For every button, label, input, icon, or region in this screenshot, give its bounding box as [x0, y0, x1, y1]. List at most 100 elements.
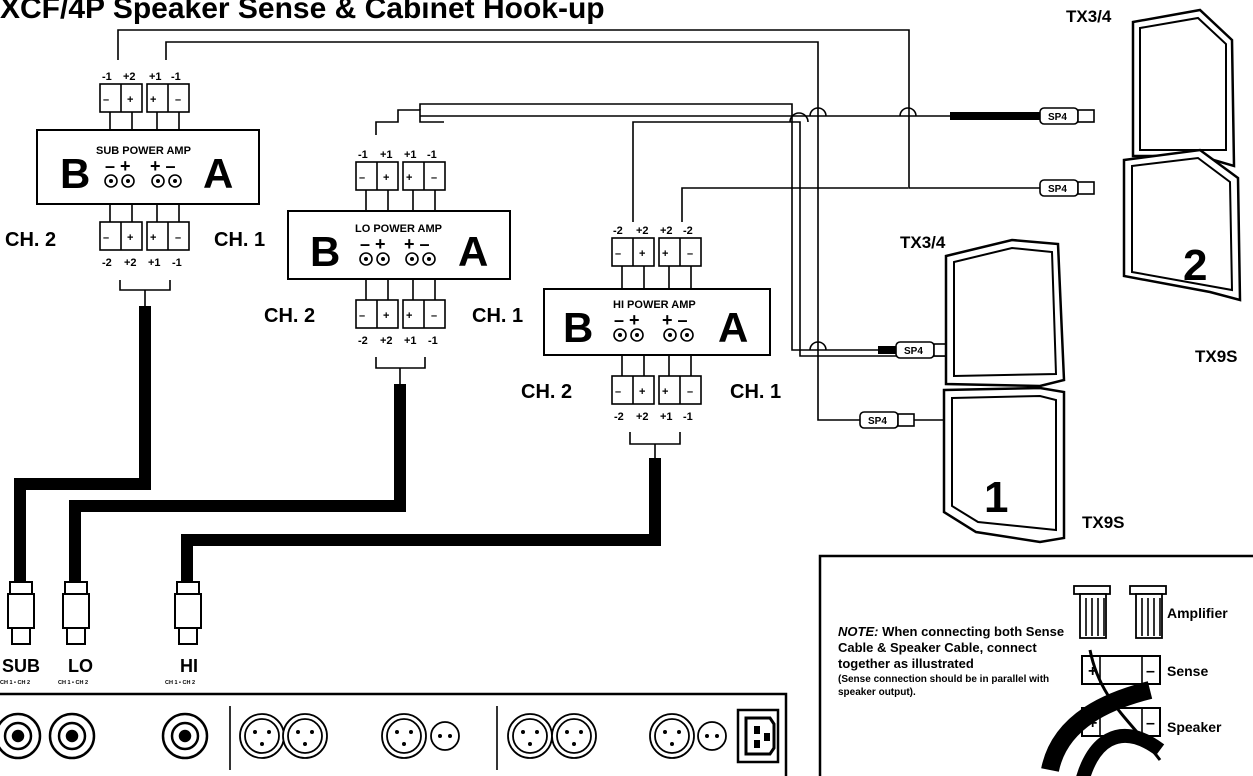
pin-label: +1 — [660, 411, 673, 423]
channel-label: CH. 1 — [730, 381, 781, 403]
plus-sign: + — [1088, 663, 1097, 680]
svg-text:–: – — [175, 232, 181, 244]
svg-text:–: – — [103, 232, 109, 244]
svg-text:–: – — [615, 386, 621, 398]
pin-label: -1 — [102, 71, 112, 83]
page-title: XCF/4P Speaker Sense & Cabinet Hook-up — [0, 0, 605, 25]
svg-text:SP4: SP4 — [904, 346, 923, 357]
pin-label: +2 — [636, 411, 649, 423]
pin-label: -1 — [428, 335, 438, 347]
sp4-plug: SP4 — [895, 341, 951, 359]
output-label: HI — [180, 656, 198, 676]
pin-label: -1 — [172, 257, 182, 269]
pin-label: -2 — [614, 411, 624, 423]
pin-label: -1 — [683, 411, 693, 423]
amp-side-b: B — [60, 150, 90, 197]
speaker-model-label: TX9S — [1082, 513, 1125, 532]
pin-label: +1 — [380, 149, 393, 161]
pin-label: -1 — [427, 149, 437, 161]
note-text: NOTE: When connecting both Sense Cable &… — [838, 624, 1078, 699]
amp-name: HI POWER AMP — [613, 299, 696, 311]
svg-text:+: + — [662, 386, 668, 398]
speaker-cables — [14, 112, 1040, 582]
amp-side-b: B — [310, 228, 340, 275]
svg-text:– +: – + — [105, 156, 131, 176]
svg-text:+: + — [639, 248, 645, 260]
svg-text:+: + — [639, 386, 645, 398]
pin-label: -2 — [683, 225, 693, 237]
speaker-number: 1 — [984, 473, 1008, 522]
plus-sign: + — [1088, 715, 1097, 732]
channel-label: CH. 1 — [472, 305, 523, 327]
minus-sign: – — [1146, 715, 1155, 732]
sense-wiring — [117, 29, 1040, 458]
pin-label: +1 — [148, 257, 161, 269]
svg-text:–: – — [431, 172, 437, 184]
amp-side-a: A — [458, 228, 488, 275]
pin-label: +2 — [123, 71, 136, 83]
sp4-plug: SP4 — [1039, 179, 1095, 197]
pin-label: -1 — [171, 71, 181, 83]
svg-text:– +: – + — [360, 234, 386, 254]
pin-label: +2 — [124, 257, 137, 269]
svg-text:+: + — [127, 94, 133, 106]
svg-text:SP4: SP4 — [868, 416, 887, 427]
svg-text:+: + — [150, 94, 156, 106]
channel-label: CH. 2 — [264, 305, 315, 327]
svg-text:–: – — [687, 248, 693, 260]
note-panel: + – + – Amplifier Sense Speaker — [818, 554, 1253, 776]
svg-text:+ –: + – — [662, 310, 688, 330]
amp-side-a: A — [718, 304, 748, 351]
svg-text:+ –: + – — [404, 234, 430, 254]
svg-text:–: – — [175, 94, 181, 106]
note-body: When connecting both Sense Cable & Speak… — [838, 624, 1065, 671]
amp-name: LO POWER AMP — [355, 223, 442, 235]
note-sense-label: Sense — [1167, 663, 1208, 679]
pin-label: -2 — [358, 335, 368, 347]
output-channel-label: CH 1 • CH 2 — [58, 680, 88, 686]
lo-power-amp: B A LO POWER AMP – + + – –+ +– -1 +1 +1 … — [264, 149, 523, 347]
output-label: LO — [68, 656, 93, 676]
sub-power-amp: B A SUB POWER AMP – + + – – + + – -1 +2 +1… — [5, 71, 265, 269]
note-label: NOTE: — [838, 624, 879, 639]
svg-text:–: – — [359, 310, 365, 322]
svg-text:+: + — [383, 172, 389, 184]
speaker-model-label: TX9S — [1195, 347, 1238, 366]
svg-text:–: – — [615, 248, 621, 260]
svg-text:+: + — [383, 310, 389, 322]
amp-side-a: A — [203, 150, 233, 197]
pin-label: +1 — [404, 149, 417, 161]
svg-text:+ –: + – — [150, 156, 176, 176]
pin-label: +2 — [636, 225, 649, 237]
svg-text:+: + — [127, 232, 133, 244]
channel-label: CH. 2 — [5, 229, 56, 251]
output-label: SUB — [2, 656, 40, 676]
amp-side-b: B — [563, 304, 593, 351]
output-channel-label: CH 1 • CH 2 — [165, 680, 195, 686]
pin-label: +2 — [660, 225, 673, 237]
svg-text:+: + — [406, 310, 412, 322]
output-connectors: SUB LO HI CH 1 • CH 2 CH 1 • CH 2 CH 1 •… — [0, 581, 202, 686]
sp4-plug: SP4 — [859, 411, 915, 429]
note-amplifier-label: Amplifier — [1167, 605, 1228, 621]
svg-text:SP4: SP4 — [1048, 184, 1067, 195]
svg-text:+: + — [150, 232, 156, 244]
speaker-number: 2 — [1183, 241, 1207, 290]
pin-label: +1 — [404, 335, 417, 347]
hi-power-amp: B A HI POWER AMP – + + – –+ +– -2 +2 +2 … — [521, 225, 781, 423]
amp-name: SUB POWER AMP — [96, 145, 191, 157]
svg-text:–: – — [687, 386, 693, 398]
sp4-connectors: SP4 SP4 SP4 SP4 — [859, 107, 1095, 429]
pin-label: -2 — [102, 257, 112, 269]
speaker-model-label: TX3/4 — [900, 233, 946, 252]
note-small: (Sense connection should be in parallel … — [838, 674, 1050, 698]
rear-panel — [0, 692, 788, 776]
pin-label: +2 — [380, 335, 393, 347]
svg-text:–: – — [359, 172, 365, 184]
pin-label: +1 — [149, 71, 162, 83]
speaker-cabinets: TX3/4 2 TX9S TX3/4 1 TX9S — [900, 7, 1242, 544]
pin-label: -2 — [613, 225, 623, 237]
svg-text:–: – — [431, 310, 437, 322]
note-speaker-label: Speaker — [1167, 719, 1222, 735]
